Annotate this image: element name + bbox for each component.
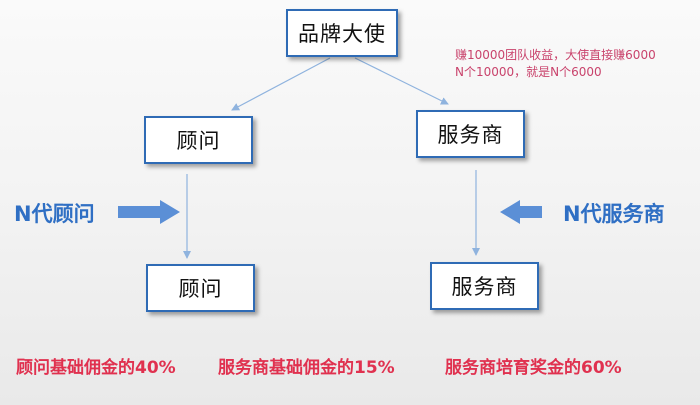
n-generation-service-label: N代服务商 bbox=[563, 202, 665, 226]
footer-service-bonus: 服务商培育奖金的60% bbox=[445, 358, 622, 378]
service-provider-label-level-1: 服务商 bbox=[437, 123, 504, 147]
advisor-box-level-1: 顾问 bbox=[144, 116, 253, 164]
left-block-arrow-icon bbox=[500, 200, 542, 224]
right-block-arrow-icon bbox=[118, 200, 180, 224]
service-provider-box-level-1: 服务商 bbox=[416, 110, 525, 158]
earnings-note-line-1: 赚10000团队收益，大使直接赚6000 bbox=[455, 48, 656, 62]
advisor-label-level-2: 顾问 bbox=[178, 277, 223, 301]
footer-service-commission: 服务商基础佣金的15% bbox=[218, 358, 395, 378]
advisor-box-level-2: 顾问 bbox=[146, 264, 255, 312]
earnings-note-line-2: N个10000，就是N个6000 bbox=[455, 65, 602, 79]
service-provider-label-level-2: 服务商 bbox=[451, 275, 518, 299]
connector-top-to-service bbox=[354, 57, 449, 105]
connector-top-to-advisor bbox=[231, 57, 331, 111]
n-generation-advisor-label: N代顾问 bbox=[14, 202, 95, 226]
footer-advisor-commission: 顾问基础佣金的40% bbox=[16, 358, 176, 378]
earnings-note: 赚10000团队收益，大使直接赚6000 N个10000，就是N个6000 bbox=[455, 47, 695, 81]
service-provider-box-level-2: 服务商 bbox=[430, 262, 539, 310]
brand-ambassador-label: 品牌大使 bbox=[298, 22, 386, 46]
brand-ambassador-box: 品牌大使 bbox=[286, 9, 398, 57]
advisor-label-level-1: 顾问 bbox=[176, 129, 221, 153]
